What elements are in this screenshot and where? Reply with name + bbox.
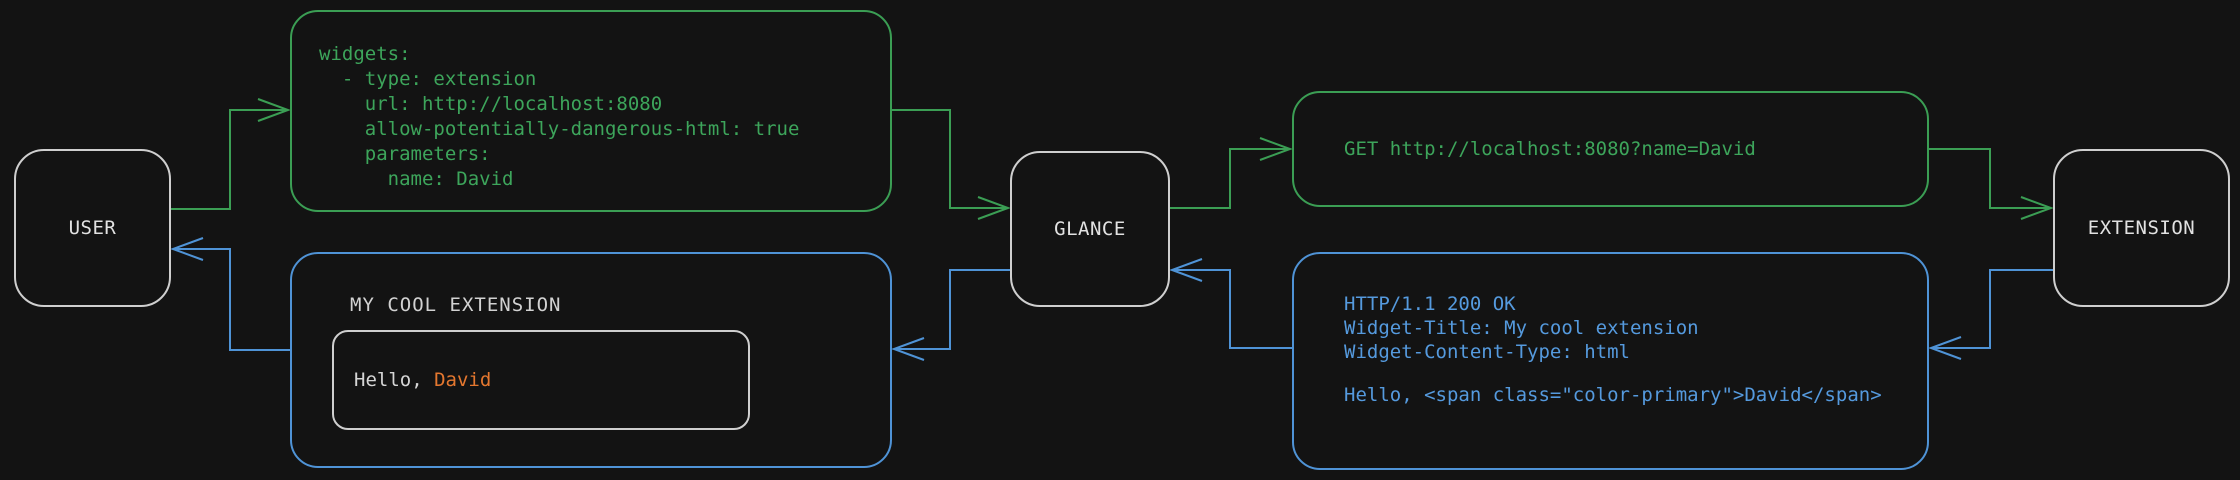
code-line: name: David — [319, 168, 514, 190]
connector-widget-to-user — [170, 237, 290, 351]
config-code-block: widgets: - type: extension url: http://l… — [290, 10, 892, 212]
code-line: HTTP/1.1 200 OK — [1344, 293, 1516, 315]
connector-config-to-glance — [892, 109, 1011, 220]
widget-preview-window: Hello, David — [332, 330, 750, 430]
http-response-block: HTTP/1.1 200 OK Widget-Title: My cool ex… — [1292, 252, 1929, 470]
glance-node-label: GLANCE — [1054, 218, 1126, 240]
connector-extension-to-response — [1928, 269, 2053, 360]
connector-response-to-glance — [1169, 258, 1292, 349]
connector-glance-to-widget — [891, 269, 1010, 361]
greeting-text: Hello, — [354, 369, 435, 391]
code-line: Hello, <span class="color-primary">David… — [1344, 384, 1882, 406]
widget-preview-block: MY COOL EXTENSION Hello, David — [290, 252, 892, 468]
connector-user-to-config — [171, 98, 291, 210]
code-line: allow-potentially-dangerous-html: true — [319, 118, 800, 140]
extension-node-label: EXTENSION — [2087, 217, 2196, 239]
code-line — [1344, 364, 1927, 383]
connector-request-to-extension — [1929, 148, 2054, 220]
user-node-label: USER — [68, 217, 117, 239]
code-line: - type: extension — [319, 68, 537, 90]
code-line: Widget-Title: My cool extension — [1344, 317, 1699, 339]
request-line: GET http://localhost:8080?name=David — [1344, 138, 1756, 160]
glance-node: GLANCE — [1010, 151, 1170, 307]
widget-preview-title: MY COOL EXTENSION — [350, 294, 562, 316]
greeting-name: David — [434, 369, 492, 391]
connector-glance-to-request — [1170, 137, 1293, 209]
code-line: url: http://localhost:8080 — [319, 93, 663, 115]
user-node: USER — [14, 149, 171, 307]
code-line: parameters: — [319, 143, 491, 165]
code-line: Widget-Content-Type: html — [1344, 341, 1630, 363]
extension-node: EXTENSION — [2053, 149, 2230, 307]
http-request-block: GET http://localhost:8080?name=David — [1292, 91, 1929, 207]
code-line: widgets: — [319, 43, 411, 65]
